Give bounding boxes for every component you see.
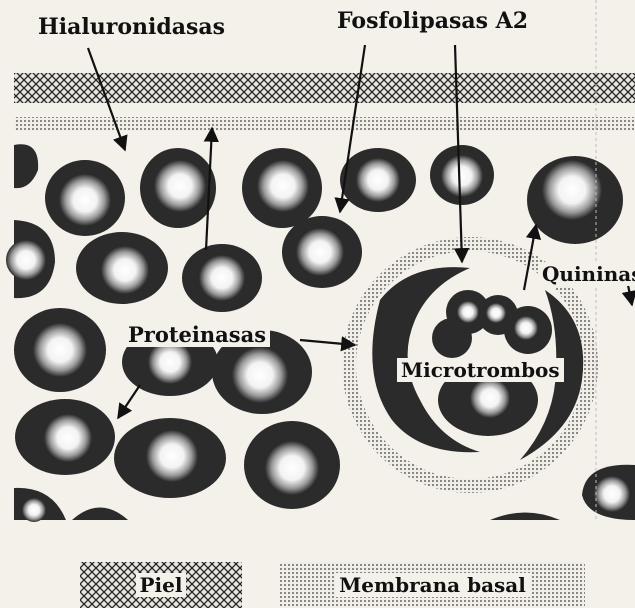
legend-label-membrana-basal: Membrana basal — [335, 573, 530, 597]
cell — [582, 465, 635, 520]
label-microtrombos: Microtrombos — [397, 358, 564, 382]
cell — [72, 508, 128, 521]
cell — [244, 421, 340, 509]
legend-piel: Piel — [80, 562, 242, 608]
cell — [14, 308, 106, 392]
arrow-down-left — [118, 385, 140, 418]
cell — [140, 148, 216, 228]
cell — [15, 399, 115, 475]
cell — [14, 488, 66, 522]
basement-membrane — [14, 117, 635, 131]
label-fosfolipasas: Fosfolipasas A2 — [337, 8, 528, 34]
label-proteinasas: Proteinasas — [124, 322, 270, 347]
cell — [340, 148, 416, 212]
label-quininas: Quininas — [538, 262, 635, 286]
legend-membrana-basal: Membrana basal — [280, 562, 585, 608]
cell — [490, 513, 560, 521]
arrow-quininas-right — [628, 285, 632, 305]
cell — [242, 148, 322, 228]
cell — [430, 145, 494, 205]
cell — [6, 220, 55, 298]
cell — [14, 144, 38, 188]
cell — [114, 418, 226, 498]
cell — [182, 244, 262, 312]
cell — [282, 216, 362, 288]
cell — [76, 232, 168, 304]
cell — [45, 160, 125, 236]
legend-label-piel: Piel — [136, 573, 187, 597]
label-hialuronidasas: Hialuronidasas — [38, 14, 225, 40]
cell — [527, 156, 623, 244]
